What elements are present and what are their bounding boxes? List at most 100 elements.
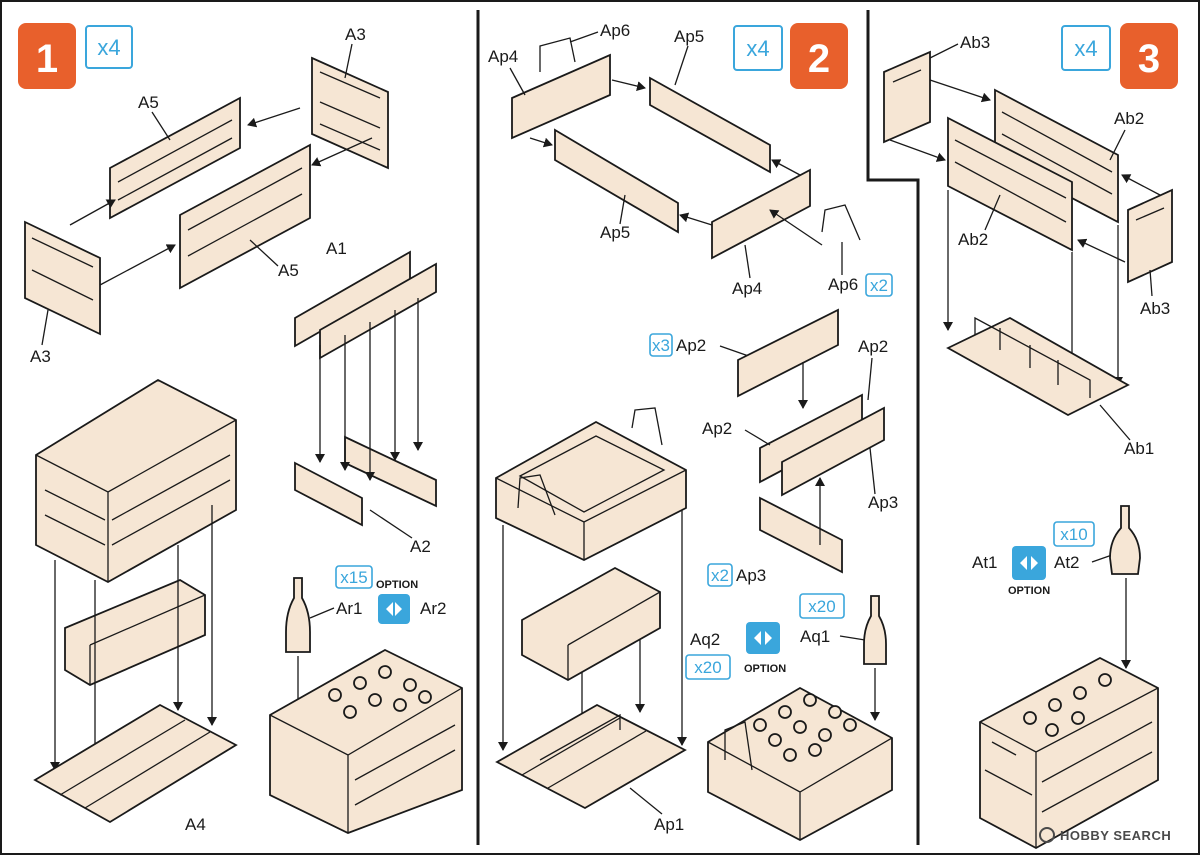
- label-ap3-bottom: Ap3: [736, 566, 766, 585]
- watermark-logo-icon: [1039, 827, 1055, 843]
- label-ap1: Ap1: [654, 815, 684, 834]
- bottle-aq1: [863, 595, 887, 665]
- option-swap-icon-2: [746, 622, 780, 654]
- label-ab1: Ab1: [1124, 439, 1154, 458]
- label-ap5-top: Ap5: [674, 27, 704, 46]
- label-ab2-right: Ab2: [1114, 109, 1144, 128]
- label-a3-top: A3: [345, 25, 366, 44]
- watermark-text: HOBBY SEARCH: [1060, 828, 1171, 843]
- qty-text-aq2: x20: [694, 658, 721, 677]
- bottle-ar1: [285, 577, 311, 653]
- qty-badge-ap6: [865, 273, 893, 297]
- leader-ab3-right: [1149, 269, 1153, 297]
- arrow-ap5-to-ap4b: [679, 212, 713, 226]
- part-a1-dividers: [294, 250, 437, 360]
- option-swap-icon-3: [1012, 546, 1046, 580]
- part-ap4-bottom: [711, 168, 861, 260]
- arrow-ab3r-to-ab2b: [1077, 238, 1126, 263]
- part-ap4-top: [511, 37, 611, 140]
- arrow-ap4-to-ap5: [611, 79, 646, 91]
- part-crate-filled-3: [979, 656, 1159, 850]
- qty-text-ap2: x3: [652, 336, 670, 355]
- leader-at2: [1091, 554, 1113, 563]
- qty-text-aq1: x20: [808, 597, 835, 616]
- label-at2: At2: [1054, 553, 1080, 572]
- label-ap3-right: Ap3: [868, 493, 898, 512]
- label-ap6-top: Ap6: [600, 21, 630, 40]
- step-number-1: 1: [36, 37, 58, 81]
- step-number-2: 2: [808, 37, 830, 81]
- label-a4: A4: [185, 815, 206, 834]
- part-divider-grid-1: [64, 578, 206, 687]
- qty-text-step-1: x4: [97, 35, 120, 60]
- arrow-ap5-to-ap4: [771, 159, 801, 176]
- label-ab3-right: Ab3: [1140, 299, 1170, 318]
- part-ap2-stack: [759, 393, 885, 497]
- swap-arrows-icon-2: [754, 631, 772, 645]
- leader-a3-top: [344, 43, 353, 79]
- swap-arrows-icon-3: [1020, 556, 1038, 570]
- leader-ap4-top: [509, 67, 526, 96]
- leader-ap2-left: [744, 429, 771, 446]
- leader-ab3-top: [929, 43, 959, 59]
- option-label-1: OPTION: [376, 579, 418, 591]
- qty-text-ar: x15: [340, 568, 367, 587]
- label-ap6-bottom: Ap6: [828, 275, 858, 294]
- label-at1: At1: [972, 553, 998, 572]
- part-divider-grid-2: [521, 566, 661, 682]
- leader-a2: [369, 509, 413, 539]
- leader-aq1: [839, 635, 866, 641]
- arrow-ap4-to-ap5b: [529, 137, 553, 148]
- label-ar2: Ar2: [420, 599, 446, 618]
- label-aq1: Aq1: [800, 627, 830, 646]
- part-a4-base: [33, 703, 238, 824]
- qty-badge-aq1: [799, 593, 845, 619]
- part-a3-left: [24, 220, 101, 336]
- part-ap1-base: [495, 703, 687, 810]
- label-a5-right: A5: [278, 261, 299, 280]
- qty-badge-step-2: [733, 25, 783, 71]
- step-1-panel: 1 x4 A3 A5 A5 A3: [18, 23, 463, 834]
- leader-a5-right: [249, 239, 279, 267]
- option-label-2: OPTION: [744, 663, 786, 675]
- part-a3-top: [311, 56, 389, 170]
- qty-badge-ap2: [649, 333, 673, 357]
- arrow-ab3-to-ab2b: [889, 139, 946, 162]
- part-ap5-left: [554, 128, 679, 234]
- qty-text-step-2: x4: [746, 36, 769, 61]
- watermark: HOBBY SEARCH: [1039, 827, 1171, 843]
- leader-ap5-left: [619, 194, 626, 225]
- step-badge-2: [790, 23, 848, 89]
- part-ap2-single: [737, 308, 839, 398]
- step-2-panel: x4 2 Ap6 Ap4 Ap5 Ap5 Ap4 Ap6: [488, 21, 898, 842]
- part-crate-open-2: [495, 407, 687, 562]
- leader-ar1: [309, 607, 335, 619]
- qty-text-at2: x10: [1060, 525, 1087, 544]
- leader-ap3-right: [869, 447, 876, 495]
- arrow-a3left-to-a5: [69, 199, 116, 226]
- label-ab2-left: Ab2: [958, 230, 988, 249]
- qty-badge-at2: [1053, 521, 1095, 547]
- part-crate-filled-1: [269, 648, 463, 834]
- leader-a3-left: [41, 309, 49, 346]
- part-ap3: [759, 496, 843, 574]
- arrow-ap6-to-ap4: [769, 209, 823, 246]
- leader-ap5-top: [674, 45, 689, 86]
- part-crate-filled-2: [707, 686, 893, 842]
- leader-ap2-right: [867, 357, 873, 401]
- label-ar1: Ar1: [336, 599, 362, 618]
- qty-text-ap6: x2: [870, 276, 888, 295]
- swap-arrows-icon-1: [386, 602, 402, 616]
- qty-text-step-3: x4: [1074, 36, 1097, 61]
- arrow-ab3-to-ab2: [929, 79, 991, 103]
- part-a5-right: [179, 143, 311, 290]
- label-ap2-top: Ap2: [676, 336, 706, 355]
- arrow-a3left-to-a5b: [99, 244, 176, 286]
- arrow-ab3r-to-ab2: [1121, 174, 1161, 196]
- label-ap4-bottom: Ap4: [732, 279, 762, 298]
- qty-badge-step-1: [85, 25, 133, 69]
- step-badge-1: [18, 23, 76, 89]
- leader-ab2-left: [984, 194, 1001, 231]
